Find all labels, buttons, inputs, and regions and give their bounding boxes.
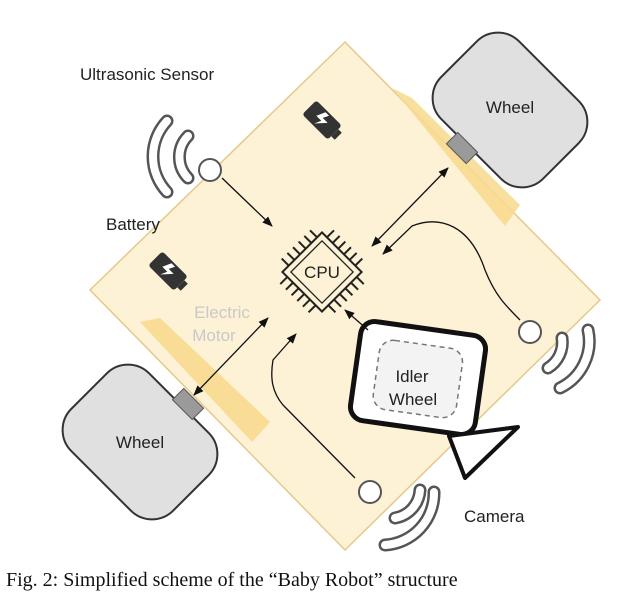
battery-label: Battery bbox=[106, 215, 160, 234]
ultrasonic-sensor-bottom bbox=[358, 480, 441, 552]
wheel-bottom-label: Wheel bbox=[116, 433, 164, 452]
wheel-top-right: Wheel bbox=[431, 31, 589, 189]
idler-wheel-label-line1: Idler bbox=[395, 367, 428, 386]
ultrasonic-sensor-right bbox=[518, 320, 596, 395]
wheel-top-label: Wheel bbox=[486, 98, 534, 117]
ultrasonic-sensor-top-left bbox=[146, 114, 222, 199]
ultrasonic-sensor-label: Ultrasonic Sensor bbox=[80, 65, 215, 84]
arrow-sensor-to-cpu bbox=[221, 177, 273, 227]
camera-label: Camera bbox=[464, 507, 525, 526]
camera-icon bbox=[447, 425, 520, 480]
battery-icon bbox=[303, 101, 342, 140]
wheel-bottom-left: Wheel bbox=[61, 363, 219, 521]
arrow-cpu-motor-bottom bbox=[193, 317, 269, 396]
arrow-idler-to-cpu bbox=[344, 309, 369, 331]
arrow-right-sensor-to-cpu bbox=[382, 221, 521, 321]
electric-motor-label-line1: Electric bbox=[194, 303, 250, 322]
cpu-label: CPU bbox=[304, 263, 340, 282]
idler-wheel-label-line2: Wheel bbox=[389, 390, 437, 409]
arrow-bottom-sensor-to-cpu bbox=[271, 333, 356, 479]
arrow-cpu-motor-top bbox=[371, 167, 449, 247]
idler-wheel bbox=[347, 319, 489, 437]
battery-icon bbox=[149, 252, 188, 291]
electric-motor-label-line2: Motor bbox=[192, 326, 236, 345]
cpu-chip bbox=[279, 229, 365, 314]
figure-caption: Fig. 2: Simplified scheme of the “Baby R… bbox=[6, 569, 458, 591]
motor-strip-top-right bbox=[392, 88, 520, 226]
